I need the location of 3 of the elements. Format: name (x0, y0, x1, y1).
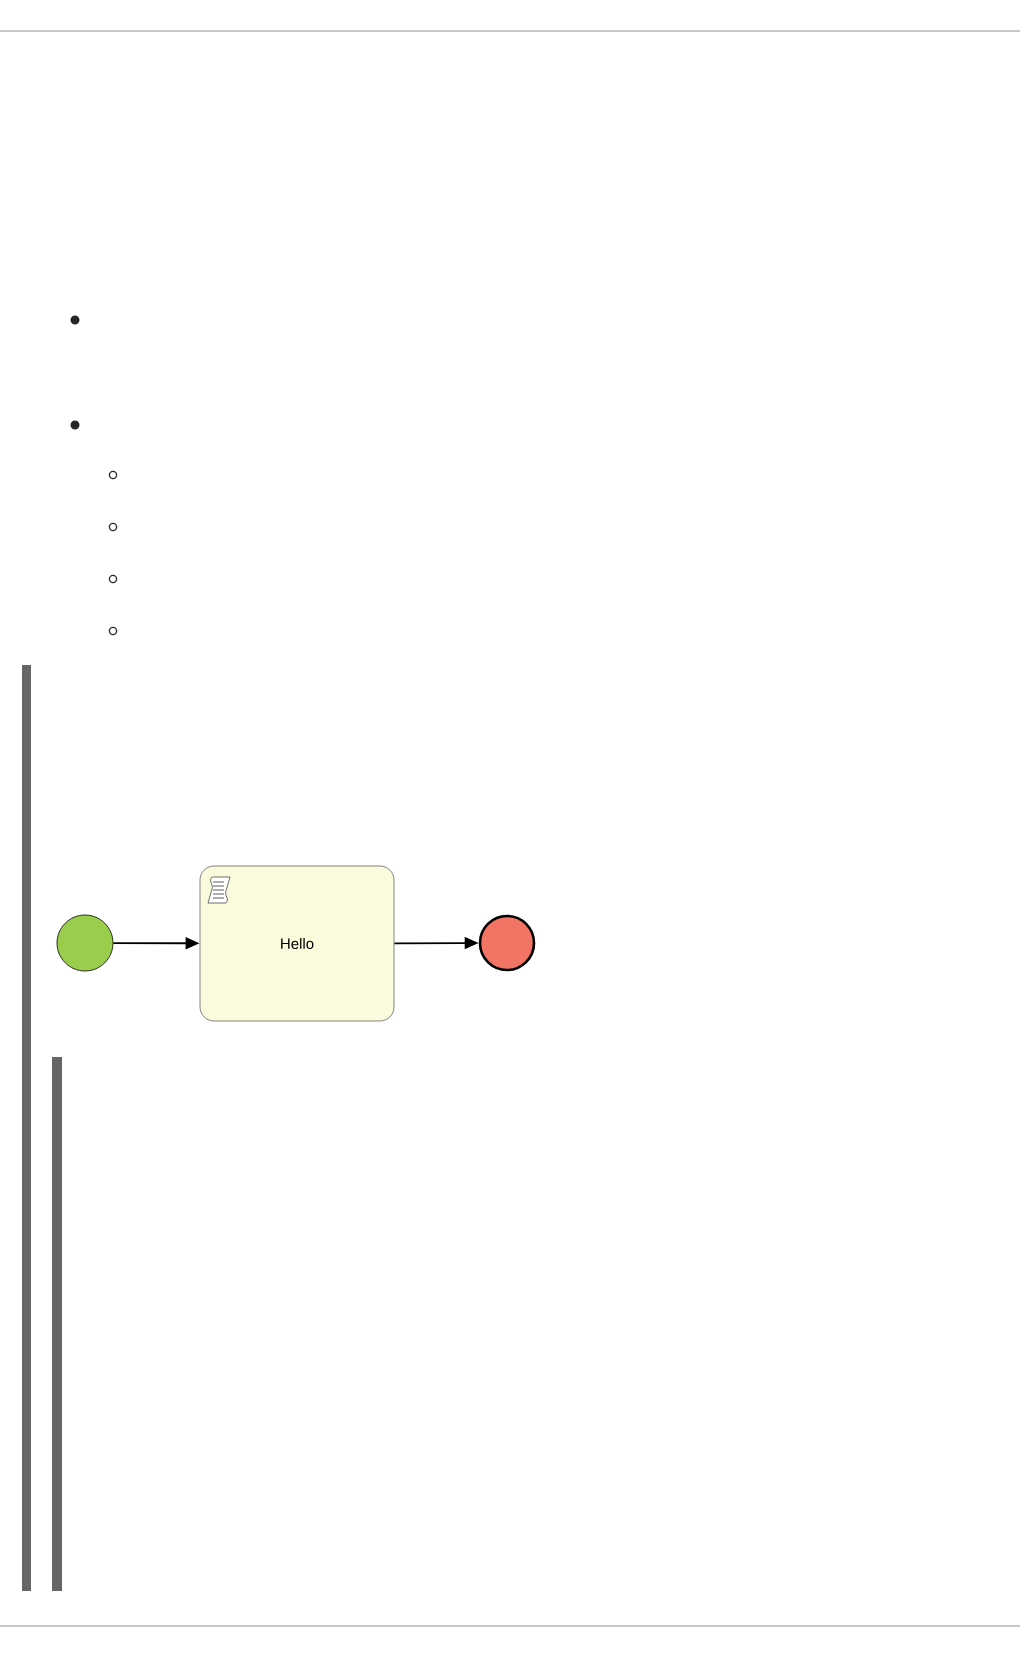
event-circle (478, 914, 536, 972)
event-circle (56, 914, 114, 972)
task-box: Hello (199, 865, 395, 1022)
